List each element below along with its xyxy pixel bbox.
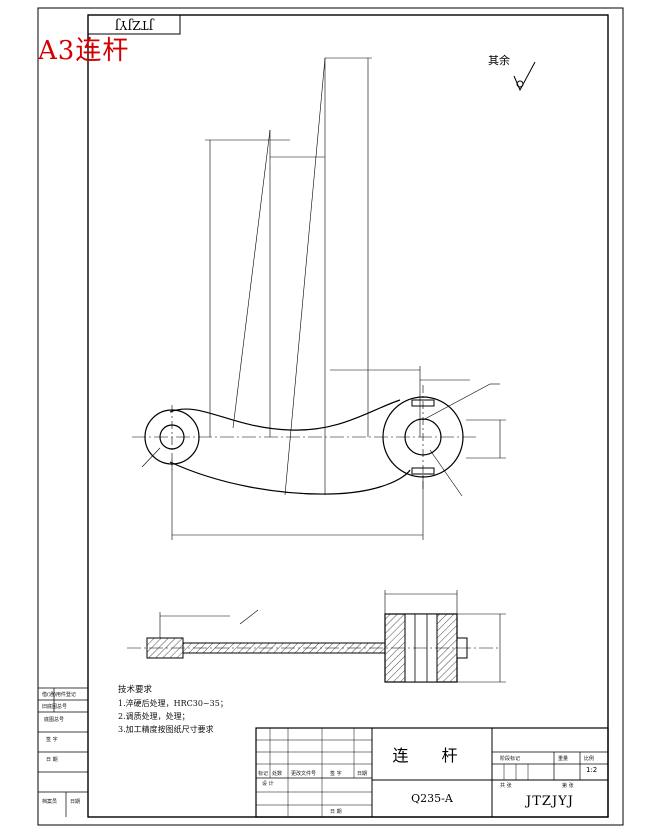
material: Q235-A (411, 792, 453, 805)
outer-frame (37, 7, 624, 826)
strip-label: 日期 (70, 799, 81, 805)
label-rev-date: 日期 (357, 771, 368, 777)
tech-item: 2.调质处理，处理； (118, 712, 190, 721)
strip-label: 旧底图总号 (42, 704, 68, 710)
tech-item: 3.加工精度按图纸尺寸要求 (118, 725, 214, 734)
label-date: 日 期 (330, 809, 342, 815)
scale: 1:2 (586, 766, 598, 774)
strip-label: 档案员 (42, 799, 58, 805)
label-sheet-no: 第 张 (562, 783, 574, 789)
label-weight: 重量 (558, 756, 569, 762)
roughness-symbol (513, 61, 536, 92)
label-rev-sign: 签 字 (330, 771, 342, 777)
link-section-view (127, 590, 506, 683)
label-stage: 阶段标记 (500, 756, 521, 762)
strip-label: 底图总号 (44, 717, 65, 723)
label-scale: 比例 (584, 756, 595, 762)
title-block (255, 727, 609, 818)
stamp-label: A3连杆 (38, 36, 130, 66)
technical-requirements: 技术要求 1.淬硬后处理，HRC30~35； 2.调质处理，处理； 3.加工精度… (118, 684, 228, 736)
tech-item: 1.淬硬后处理，HRC30~35； (118, 699, 228, 708)
roughness-label: 其余 (488, 54, 510, 67)
dimension-lines (141, 57, 506, 540)
drawing-code: JTZJYJ (526, 794, 574, 809)
link-main-view (132, 385, 478, 495)
label-design: 设 计 (262, 781, 274, 787)
part-name: 连 杆 (392, 746, 472, 765)
label-rev-mark: 标记 (258, 771, 269, 777)
left-strip (38, 687, 88, 817)
label-sheets-total: 共 张 (500, 783, 512, 789)
strip-label: 日 期 (46, 757, 58, 763)
drawing-code-top: JTZJYJ (114, 18, 154, 32)
top-code-box (87, 14, 181, 35)
label-rev-doc: 更改文件号 (291, 771, 317, 777)
strip-label: 签 字 (46, 737, 58, 743)
strip-label: 借(通)用件登记 (42, 692, 76, 698)
label-rev-count: 处数 (272, 771, 283, 777)
tech-heading: 技术要求 (118, 685, 153, 695)
